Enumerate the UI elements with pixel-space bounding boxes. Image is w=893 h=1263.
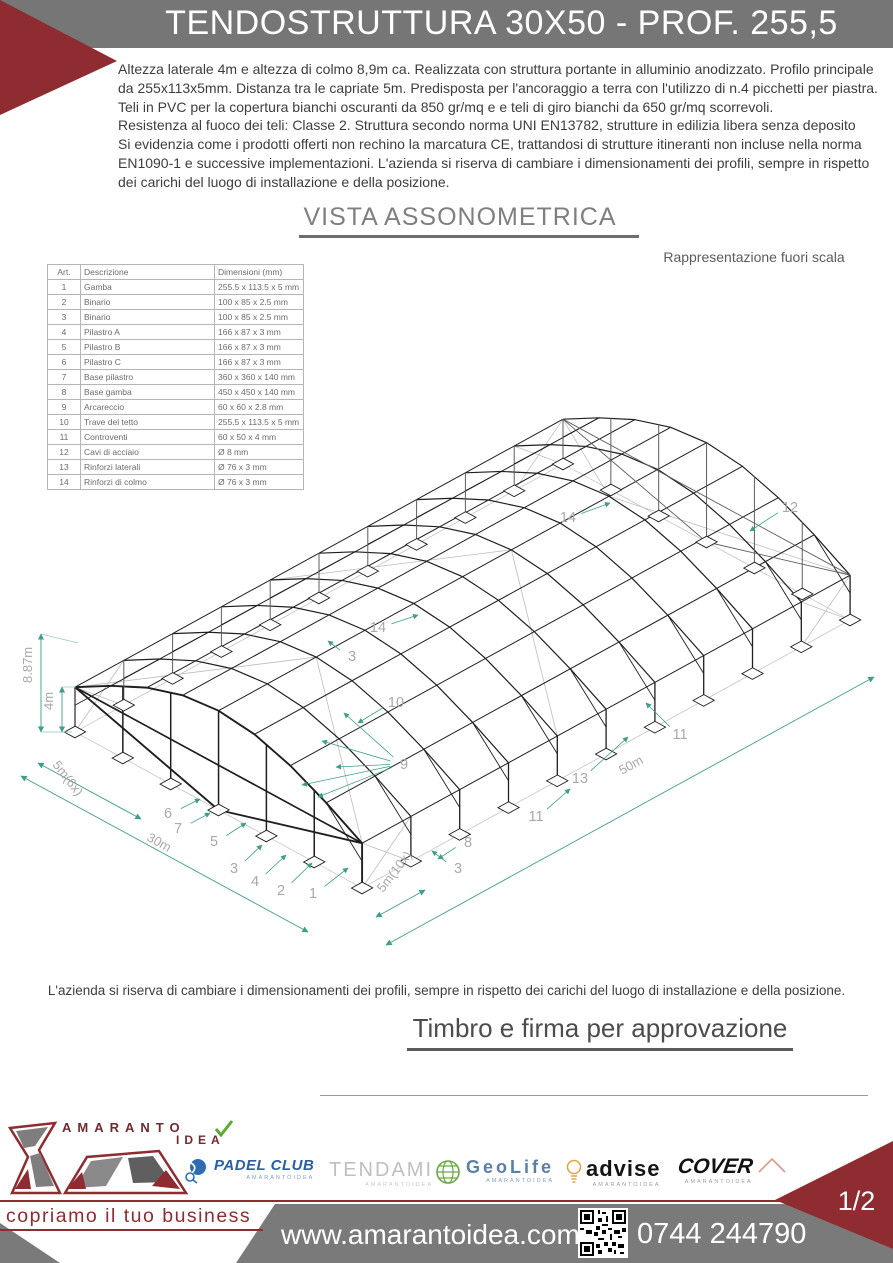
partner-name: TENDAMI — [329, 1159, 433, 1181]
partner-subtext: AMARANTOIDEA — [486, 1178, 555, 1184]
page-indicator: 1/2 — [837, 1186, 876, 1216]
check-icon — [214, 1120, 234, 1138]
tagline-rule — [0, 1229, 263, 1231]
website-url: www.amarantoidea.com — [281, 1219, 580, 1250]
col-header-descrizione: Descrizione — [80, 264, 215, 280]
page-title: TENDOSTRUTTURA 30X50 - PROF. 255,5 — [165, 4, 838, 42]
approval-heading: Timbro e firma per approvazione — [330, 1013, 870, 1051]
signature-line — [320, 1095, 868, 1096]
svg-text:8: 8 — [464, 835, 472, 851]
partner-subtext: AMARANTOIDEA — [365, 1182, 433, 1188]
table-header-row: Art. Descrizione Dimensioni (mm) — [47, 264, 304, 280]
footer-band — [236, 1204, 893, 1263]
svg-text:4: 4 — [251, 874, 259, 890]
footer-rule — [0, 1200, 893, 1202]
mountain-icon — [758, 1157, 786, 1173]
partner-geolife: GeoLife AMARANTOIDEA — [434, 1158, 554, 1186]
svg-text:5m(6x): 5m(6x) — [50, 758, 87, 799]
svg-text:14: 14 — [370, 620, 386, 636]
qr-code — [578, 1208, 628, 1258]
svg-text:9: 9 — [400, 757, 408, 773]
col-header-art: Art. — [47, 264, 81, 280]
brand-name-top: AMARANTO — [62, 1120, 186, 1135]
partner-name: PADEL CLUB — [214, 1157, 315, 1174]
lightbulb-icon — [566, 1159, 582, 1183]
partner-cover: COVER AMARANTOIDEA — [676, 1155, 787, 1185]
svg-text:7: 7 — [174, 821, 182, 837]
svg-text:50m: 50m — [616, 752, 645, 777]
brand-name-bottom: IDEA — [176, 1133, 225, 1147]
svg-text:12: 12 — [782, 500, 798, 516]
partner-subtext: AMARANTOIDEA — [592, 1182, 661, 1188]
svg-text:14: 14 — [560, 510, 576, 526]
globe-icon — [436, 1160, 460, 1184]
svg-text:10: 10 — [388, 695, 404, 711]
phone-number: 0744 244790 — [637, 1218, 807, 1250]
svg-text:2: 2 — [277, 883, 285, 899]
partner-name: COVER — [676, 1155, 755, 1178]
col-header-dimensioni: Dimensioni (mm) — [214, 264, 304, 280]
svg-text:8.87m: 8.87m — [20, 647, 35, 683]
axonometric-drawing: 8.87m4m5m(6x)30m5m(10x)50m12141431091311… — [20, 417, 875, 946]
svg-text:11: 11 — [672, 727, 687, 743]
partner-subtext: AMARANTOIDEA — [246, 1175, 315, 1181]
title-bar: TENDOSTRUTTURA 30X50 - PROF. 255,5 — [0, 0, 893, 48]
svg-text:3: 3 — [454, 861, 462, 877]
padel-ball-icon — [185, 1159, 206, 1184]
section-heading: VISTA ASSONOMETRICA — [45, 203, 893, 238]
partner-name: advise — [586, 1156, 661, 1181]
partner-advise: advise AMARANTOIDEA — [566, 1158, 661, 1188]
svg-text:6: 6 — [164, 806, 172, 822]
svg-text:11: 11 — [528, 809, 543, 825]
partner-tendami: TENDAMI AMARANTOIDEA — [329, 1160, 433, 1188]
brand-tagline: copriamo il tuo business — [6, 1205, 252, 1227]
svg-text:3: 3 — [230, 861, 238, 877]
svg-text:4m: 4m — [41, 692, 56, 710]
amaranto-idea-logo — [7, 1121, 188, 1195]
partner-padel-club: PADEL CLUB AMARANTOIDEA — [184, 1158, 314, 1184]
intro-paragraph: Altezza laterale 4m e altezza di colmo 8… — [118, 61, 878, 190]
scale-note: Rappresentazione fuori scala — [663, 249, 845, 265]
partner-subtext: AMARANTOIDEA — [684, 1179, 753, 1185]
disclaimer-text: L'azienda si riserva di cambiare i dimen… — [47, 983, 846, 998]
svg-text:3: 3 — [348, 649, 356, 665]
svg-text:1: 1 — [309, 886, 317, 902]
partner-name: GeoLife — [466, 1157, 555, 1177]
svg-text:13: 13 — [572, 771, 588, 787]
svg-text:5: 5 — [210, 834, 218, 850]
